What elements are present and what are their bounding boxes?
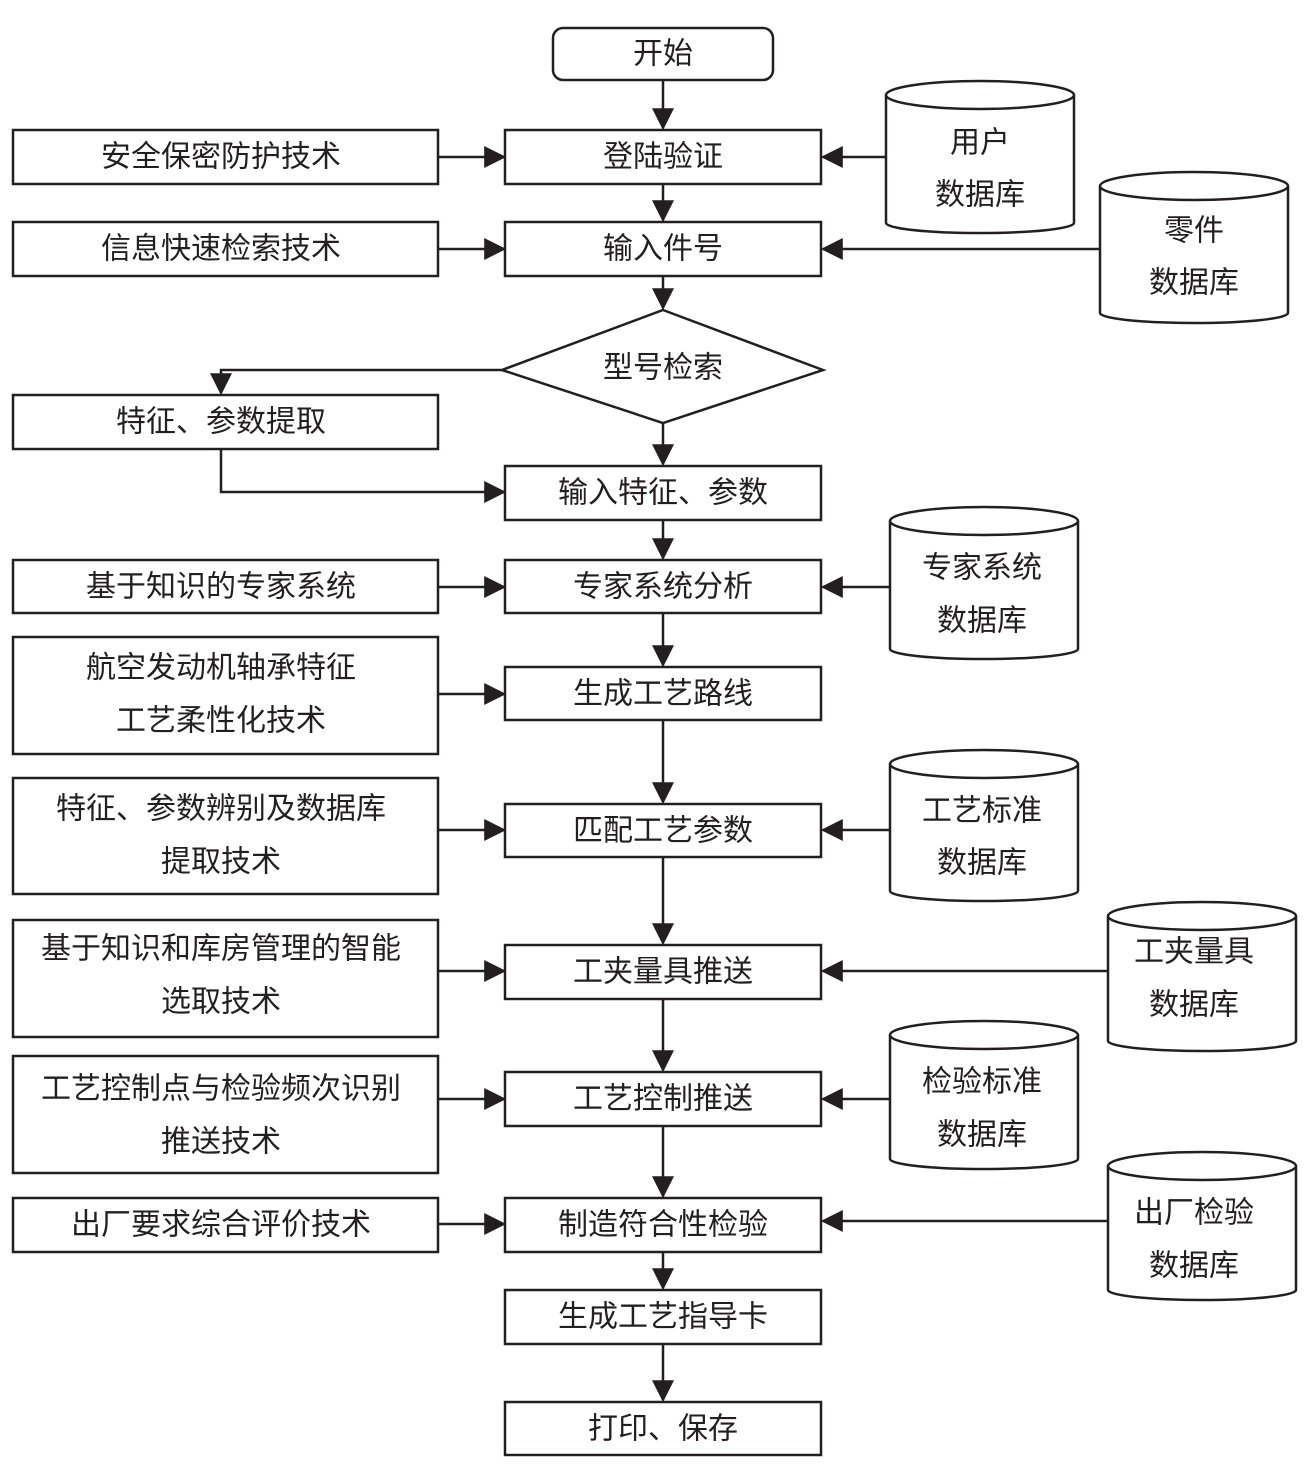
tech-feature-identify: 特征、参数辨别及数据库 提取技术: [11, 776, 440, 896]
db-expert: 专家系统 数据库: [888, 505, 1080, 661]
db-factory-line2: 数据库: [1149, 1249, 1239, 1284]
node-fixture-push: 工夹量具推送: [503, 943, 823, 1001]
tech-ctrl-line2: 推送技术: [161, 1125, 281, 1160]
tech-control-point: 工艺控制点与检验频次识别 推送技术: [11, 1054, 440, 1175]
db-inspection-standard: 检验标准 数据库: [888, 1019, 1080, 1171]
db-user-line1: 用户: [950, 126, 1010, 161]
node-expert-analysis: 专家系统分析: [503, 558, 823, 615]
db-user: 用户 数据库: [884, 79, 1076, 235]
tech-fast-search-label: 信息快速检索技术: [101, 232, 341, 267]
node-control-push: 工艺控制推送: [503, 1070, 823, 1128]
tech-ctrl-line1: 工艺控制点与检验频次识别: [41, 1072, 401, 1107]
node-gen-card: 生成工艺指导卡: [503, 1288, 823, 1346]
node-model-search-label: 型号检索: [603, 351, 723, 386]
node-gen-card-label: 生成工艺指导卡: [558, 1300, 768, 1335]
tech-smart-line1: 基于知识和库房管理的智能: [41, 932, 401, 967]
node-gen-route: 生成工艺路线: [503, 665, 823, 722]
tech-expert-system: 基于知识的专家系统: [11, 558, 440, 615]
db-fixture-line1: 工夹量具: [1134, 935, 1254, 970]
node-conformity: 制造符合性检验: [503, 1196, 823, 1254]
tech-smart-line2: 选取技术: [161, 985, 281, 1020]
db-user-line2: 数据库: [935, 178, 1025, 213]
tech-flex-line1: 航空发动机轴承特征: [86, 651, 356, 686]
tech-flexible-process: 航空发动机轴承特征 工艺柔性化技术: [11, 635, 440, 756]
tech-smart-select: 基于知识和库房管理的智能 选取技术: [11, 918, 440, 1039]
db-std-line2: 数据库: [937, 846, 1027, 881]
db-factory-line1: 出厂检验: [1134, 1196, 1254, 1231]
tech-feature-extract-label: 特征、参数提取: [116, 405, 326, 440]
node-fixture-push-label: 工夹量具推送: [573, 955, 753, 990]
node-login-label: 登陆验证: [603, 140, 723, 175]
tech-security: 安全保密防护技术: [11, 128, 440, 186]
node-gen-route-label: 生成工艺路线: [573, 677, 753, 712]
node-control-push-label: 工艺控制推送: [573, 1082, 753, 1117]
tech-factory-eval-label: 出厂要求综合评价技术: [71, 1208, 371, 1243]
node-match-params: 匹配工艺参数: [503, 802, 823, 859]
node-match-params-label: 匹配工艺参数: [573, 814, 753, 849]
node-input-part: 输入件号: [503, 220, 823, 278]
tech-identify-line2: 提取技术: [161, 845, 281, 880]
db-inspect-line1: 检验标准: [922, 1065, 1042, 1100]
technique-connectors: [210, 146, 507, 1235]
database-connectors: [820, 146, 1108, 1232]
db-fixture-line2: 数据库: [1149, 988, 1239, 1023]
db-inspect-line2: 数据库: [937, 1118, 1027, 1153]
node-model-search-decision: 型号检索: [498, 308, 827, 425]
tech-flex-line2: 工艺柔性化技术: [116, 704, 326, 739]
node-start-label: 开始: [633, 37, 693, 72]
tech-fast-search: 信息快速检索技术: [11, 220, 440, 278]
node-conformity-label: 制造符合性检验: [558, 1208, 768, 1243]
tech-factory-eval: 出厂要求综合评价技术: [11, 1196, 440, 1254]
node-expert-analysis-label: 专家系统分析: [573, 570, 753, 605]
tech-identify-line1: 特征、参数辨别及数据库: [56, 792, 386, 827]
node-print-save-label: 打印、保存: [588, 1412, 738, 1447]
tech-expert-system-label: 基于知识的专家系统: [86, 570, 356, 605]
db-std-line1: 工艺标准: [922, 794, 1042, 829]
db-part: 零件 数据库: [1098, 170, 1290, 325]
db-factory-inspection: 出厂检验 数据库: [1106, 1150, 1298, 1302]
node-print-save: 打印、保存: [503, 1400, 823, 1457]
db-part-line1: 零件: [1164, 214, 1224, 249]
node-login: 登陆验证: [503, 128, 823, 186]
node-start: 开始: [551, 26, 775, 82]
db-process-standard: 工艺标准 数据库: [888, 748, 1080, 903]
db-expert-line1: 专家系统: [922, 551, 1042, 586]
db-part-line2: 数据库: [1149, 266, 1239, 301]
tech-security-label: 安全保密防护技术: [101, 140, 341, 175]
db-expert-line2: 数据库: [937, 604, 1027, 639]
node-input-features-label: 输入特征、参数: [558, 476, 768, 511]
node-input-part-label: 输入件号: [603, 232, 723, 267]
tech-feature-extract: 特征、参数提取: [11, 393, 440, 451]
node-input-features: 输入特征、参数: [503, 464, 823, 522]
db-fixture: 工夹量具 数据库: [1106, 900, 1298, 1053]
